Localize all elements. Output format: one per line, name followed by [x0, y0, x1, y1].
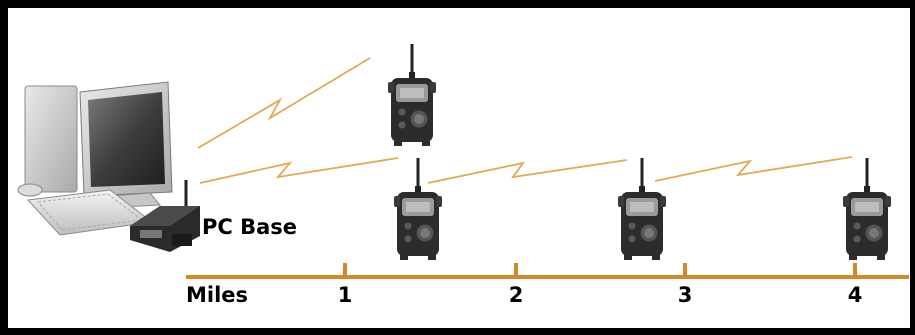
pc-base-label: PC Base [202, 215, 298, 239]
axis-tick-label-2: 2 [508, 283, 524, 307]
axis-tick-label-3: 3 [677, 283, 693, 307]
radio-link-mile3-to-mile4-node [654, 156, 853, 182]
radio-node-mile4-icon [841, 156, 893, 262]
radio-link-base-to-upper-node [197, 57, 371, 149]
radio-link-mile1-to-mile3-node [427, 159, 628, 184]
radio-node-mile1-icon [392, 156, 444, 262]
base-station-icon [130, 180, 200, 252]
radio-link-base-to-mile1-node [199, 157, 399, 184]
axis-label: Miles [186, 283, 249, 307]
radio-node-mile3-icon [616, 156, 668, 262]
radio-node-upper-icon [386, 42, 438, 148]
axis-tick-label-4: 4 [847, 283, 863, 307]
computer-icon [17, 81, 173, 236]
axis-tick-label-1: 1 [337, 283, 353, 307]
